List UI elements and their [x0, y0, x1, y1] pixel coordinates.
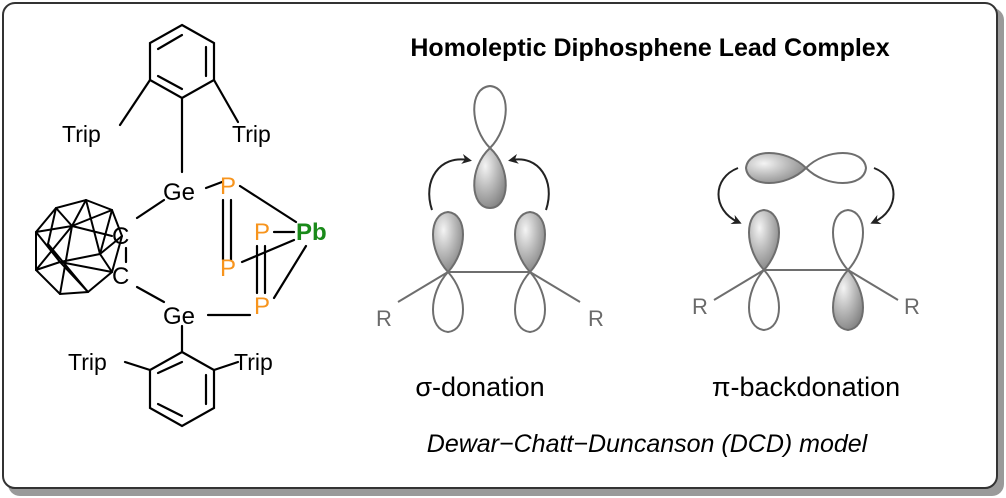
pi-r-left-label: R: [692, 294, 708, 319]
trip-label-bottom-right: Trip: [234, 349, 273, 375]
trip-label-bottom-left: Trip: [68, 349, 107, 375]
sigma-arrow-left: [428, 154, 472, 211]
top-ring-inner-1: [156, 33, 184, 51]
sigma-right-orbital-upper: [514, 210, 546, 274]
bond-p3-pb: [240, 238, 296, 264]
pi-arrow-left: [717, 167, 742, 225]
pi-backdonation-diagram: [713, 152, 899, 332]
figure-title: Homoleptic Diphosphene Lead Complex: [410, 34, 889, 62]
sigma-r-right-bond: [529, 271, 581, 303]
pi-right-orbital-lower: [832, 268, 864, 332]
pi-metal-orbital-left: [744, 152, 808, 184]
bond-p1-pb: [238, 184, 298, 224]
bottom-ring-inner-3: [156, 402, 184, 418]
sigma-r-left-label: R: [376, 306, 392, 331]
pi-r-right-label: R: [904, 294, 920, 319]
p-label-1: P: [220, 173, 236, 200]
frame: [2, 2, 998, 489]
sigma-caption: σ-donation: [415, 372, 544, 402]
sigma-donation-diagram: [397, 84, 581, 334]
c-label-top: C: [112, 223, 129, 250]
bond-ge-c-top: [135, 198, 166, 220]
pi-r-left-bond: [713, 269, 765, 301]
bottom-ring-inner-1: [156, 360, 184, 375]
trip-label-top-left: Trip: [62, 121, 101, 147]
pi-arrow-right: [870, 167, 895, 225]
sigma-r-left-bond: [397, 271, 449, 303]
pi-r-right-bond: [847, 269, 899, 301]
c-label-bottom: C: [112, 263, 129, 290]
molecule-structure: [35, 23, 308, 428]
pi-metal-orbital-right: [804, 152, 868, 184]
carborane-cage: [35, 198, 124, 296]
bond-trip-bl: [123, 360, 152, 372]
bond-c-ge-bottom: [135, 285, 166, 304]
ge-label-top: Ge: [163, 179, 195, 206]
sigma-arrow-right: [508, 153, 550, 211]
bond-trip-tl: [118, 78, 152, 127]
p-label-4: P: [254, 293, 270, 320]
pi-caption: π-backdonation: [712, 372, 900, 402]
pi-left-orbital-upper: [748, 208, 780, 272]
bond-trip-tr: [212, 78, 240, 124]
sigma-left-orbital-upper: [432, 210, 464, 274]
top-ring-inner-3: [156, 74, 184, 91]
trip-label-top-right: Trip: [232, 121, 271, 147]
bond-ge-p1: [204, 180, 224, 190]
sigma-r-right-label: R: [588, 306, 604, 331]
p-label-3: P: [220, 255, 236, 282]
pb-label: Pb: [296, 219, 327, 246]
bond-p4-pb: [272, 244, 308, 300]
ge-label-bottom: Ge: [163, 303, 195, 330]
pi-left-orbital-lower: [748, 268, 780, 332]
bond-trip-br: [212, 360, 240, 372]
sigma-right-orbital-lower: [514, 270, 546, 334]
dcd-model-label: Dewar−Chatt−Duncanson (DCD) model: [427, 430, 869, 458]
sigma-metal-orbital-upper: [473, 84, 507, 150]
p-label-2: P: [254, 219, 270, 246]
pi-right-orbital-upper: [832, 208, 864, 272]
sigma-metal-orbital-lower: [473, 146, 507, 210]
sigma-left-orbital-lower: [432, 270, 464, 334]
